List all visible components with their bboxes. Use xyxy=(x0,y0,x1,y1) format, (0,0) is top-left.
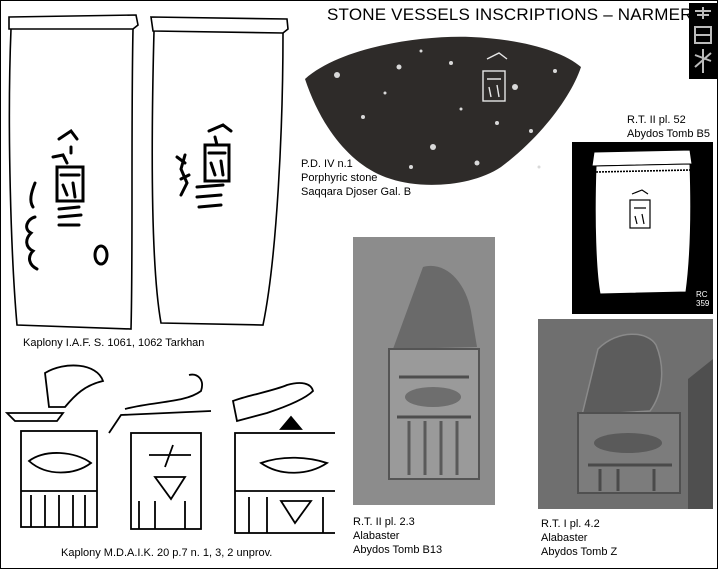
caption-pd-iv-provenance: Saqqara Djoser Gal. B xyxy=(301,186,412,198)
caption-rt-ii-23-ref: R.T. II pl. 2.3 xyxy=(353,516,415,528)
caption-rt-ii-52-provenance: Abydos Tomb B5 xyxy=(627,128,710,140)
caption-rt-i-42: R.T. I pl. 4.2 Alabaster Abydos Tomb Z xyxy=(541,517,617,559)
caption-pd-iv-ref: P.D. IV n.1 xyxy=(301,158,353,170)
caption-kaplony-mdaik: Kaplony M.D.A.I.K. 20 p.7 n. 1, 3, 2 unp… xyxy=(61,547,273,559)
caption-pd-iv-material: Porphyric stone xyxy=(301,172,378,184)
abydos-z-photo xyxy=(538,319,713,509)
caption-rt-ii-52-ref: R.T. II pl. 52 xyxy=(627,114,686,126)
serekh-drawings xyxy=(5,364,335,534)
serekh-logo-icon xyxy=(689,3,717,79)
tarkhan-vessels-drawing xyxy=(8,14,289,330)
abydos-b5-vessel-plate: RC 359 xyxy=(572,142,713,314)
caption-kaplony-iafs: Kaplony I.A.F. S. 1061, 1062 Tarkhan xyxy=(23,337,205,349)
caption-rt-i-42-ref: R.T. I pl. 4.2 xyxy=(541,518,600,530)
abydos-b13-photo xyxy=(353,237,495,505)
caption-pd-iv: P.D. IV n.1 Porphyric stone Saqqara Djos… xyxy=(301,157,411,199)
caption-rt-i-42-material: Alabaster xyxy=(541,532,588,544)
caption-rt-ii-23-material: Alabaster xyxy=(353,530,400,542)
caption-rt-i-42-provenance: Abydos Tomb Z xyxy=(541,546,618,558)
caption-rt-ii-23-provenance: Abydos Tomb B13 xyxy=(353,544,443,556)
caption-rt-ii-23: R.T. II pl. 2.3 Alabaster Abydos Tomb B1… xyxy=(353,515,442,557)
caption-rt-ii-52: R.T. II pl. 52 Abydos Tomb B5 xyxy=(627,113,710,141)
porphyric-bowl-photo xyxy=(305,36,581,185)
page-title: STONE VESSELS INSCRIPTIONS – NARMER xyxy=(327,5,693,24)
drawing-number: RC 359 xyxy=(696,290,710,308)
